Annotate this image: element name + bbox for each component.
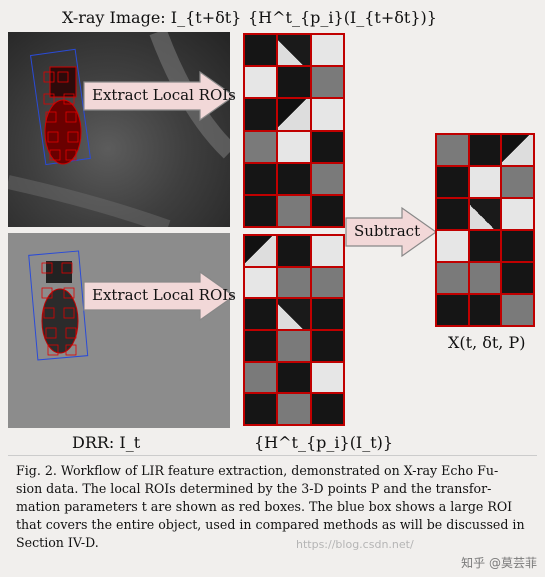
roi-cell: [310, 266, 344, 299]
roi-cell: [244, 162, 278, 195]
watermark-url: https://blog.csdn.net/: [296, 538, 414, 551]
roi-cell: [501, 294, 534, 326]
roi-cell: [436, 134, 469, 166]
roi-cell: [277, 235, 311, 267]
roi-cell: [501, 198, 534, 230]
roi-cell: [244, 361, 278, 394]
roi-cell: [244, 235, 278, 267]
roi-cell: [244, 393, 278, 425]
roi-cell: [277, 361, 311, 394]
roi-cell: [310, 194, 344, 227]
roi-cell: [244, 298, 278, 330]
roi-cell: [468, 262, 502, 294]
subtract-arrow-label: Subtract: [354, 222, 421, 240]
xray-image: [8, 32, 230, 227]
roi-cell: [310, 130, 344, 163]
roi-cell: [310, 98, 344, 131]
bottom-roi-set-label: {H^t_{p_i}(I_t)}: [254, 433, 394, 452]
roi-cell: [501, 230, 534, 262]
extract-arrow-top: [83, 70, 236, 122]
roi-cell: [501, 166, 534, 198]
extract-arrow-bottom: [83, 270, 236, 322]
roi-cell: [468, 198, 502, 230]
caption-line: Section IV-D.: [16, 535, 99, 550]
roi-cell: [310, 66, 344, 99]
roi-cell: [277, 162, 311, 195]
roi-cell: [244, 329, 278, 362]
roi-cell: [244, 130, 278, 163]
caption-line: sion data. The local ROIs determined by …: [16, 481, 492, 496]
roi-cell: [244, 194, 278, 227]
roi-cell: [277, 266, 311, 299]
roi-cell: [244, 98, 278, 131]
xray-image-label: X-ray Image: I_{t+δt}: [62, 8, 242, 27]
roi-cell: [468, 230, 502, 262]
roi-cell: [436, 262, 469, 294]
roi-cell: [468, 294, 502, 326]
figure-caption: Fig. 2. Workflow of LIR feature extracti…: [16, 462, 528, 552]
roi-cell: [277, 66, 311, 99]
roi-cell: [277, 98, 311, 131]
roi-cell: [468, 166, 502, 198]
caption-line: Fig. 2. Workflow of LIR feature extracti…: [16, 463, 499, 478]
roi-cell: [277, 298, 311, 330]
roi-cell: [310, 329, 344, 362]
extract-arrow-bottom-label: Extract Local ROIs: [92, 286, 236, 304]
result-label: X(t, δt, P): [448, 333, 526, 352]
roi-cell: [277, 34, 311, 67]
bottom-roi-grid: [243, 234, 345, 426]
roi-cell: [436, 294, 469, 326]
extract-arrow-top-label: Extract Local ROIs: [92, 86, 236, 104]
roi-cell: [310, 162, 344, 195]
roi-cell: [436, 230, 469, 262]
roi-cell: [436, 198, 469, 230]
drr-image: [8, 233, 230, 428]
caption-line: mation parameters t are shown as red box…: [16, 499, 513, 514]
roi-cell: [244, 66, 278, 99]
watermark: 知乎 @莫芸菲: [461, 556, 537, 570]
top-roi-grid: [243, 33, 345, 228]
roi-cell: [501, 134, 534, 166]
roi-cell: [277, 194, 311, 227]
top-roi-set-label: {H^t_{p_i}(I_{t+δt})}: [248, 8, 437, 27]
roi-cell: [244, 266, 278, 299]
roi-cell: [277, 393, 311, 425]
roi-cell: [501, 262, 534, 294]
roi-cell: [277, 130, 311, 163]
roi-cell: [244, 34, 278, 67]
roi-cell: [310, 361, 344, 394]
roi-cell: [310, 298, 344, 330]
roi-cell: [310, 393, 344, 425]
roi-cell: [277, 329, 311, 362]
caption-divider: [8, 455, 537, 456]
roi-cell: [436, 166, 469, 198]
roi-cell: [468, 134, 502, 166]
roi-cell: [310, 235, 344, 267]
roi-cell: [310, 34, 344, 67]
caption-line: that covers the entire object, used in c…: [16, 517, 525, 532]
drr-image-label: DRR: I_t: [72, 433, 141, 452]
result-roi-grid: [435, 133, 535, 327]
subtract-arrow: [345, 206, 438, 258]
